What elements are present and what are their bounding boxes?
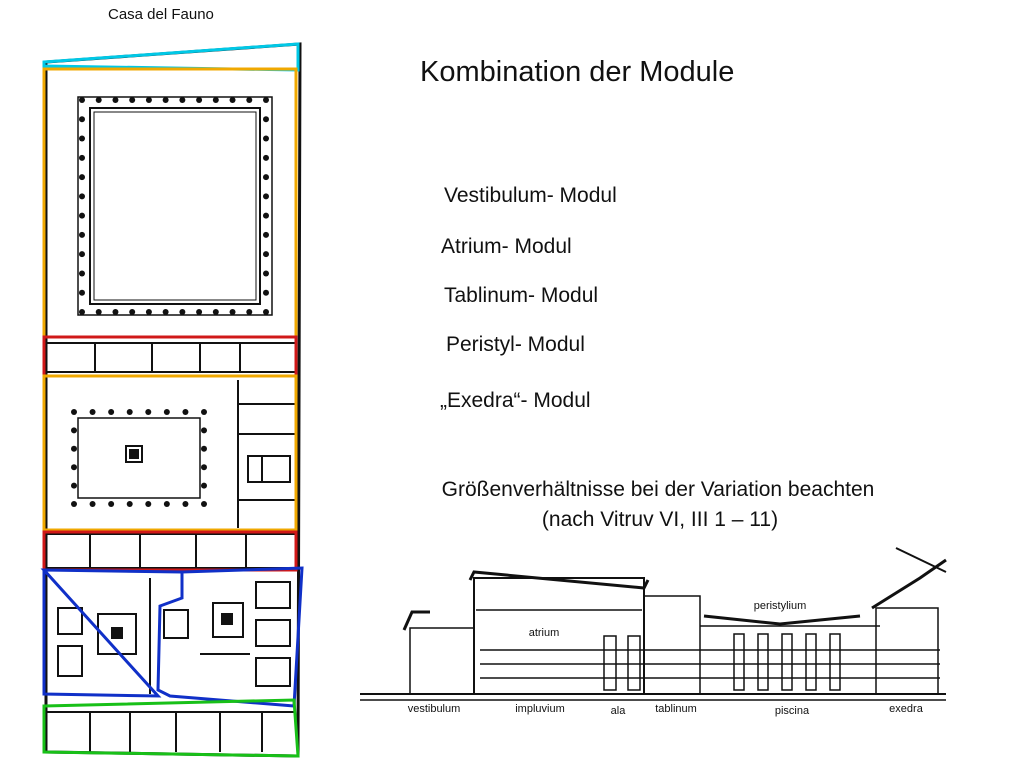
column-dot	[263, 154, 269, 161]
column-dot	[79, 116, 85, 123]
column-dot	[201, 482, 207, 489]
column-dot	[145, 501, 152, 507]
column-dot	[145, 97, 152, 103]
module-outline-orange-lower	[42, 374, 298, 532]
vitruv-reference: (nach Vitruv VI, III 1 – 11)	[541, 508, 779, 531]
column-dot	[89, 409, 96, 415]
column-dot	[201, 445, 207, 452]
column-dot	[229, 309, 236, 315]
column-dot	[79, 289, 85, 296]
proportion-note: Größenverhältnisse bei der Variation bea…	[441, 478, 875, 501]
column-dot	[229, 97, 236, 103]
column-dot	[212, 309, 219, 315]
column-dot	[163, 409, 170, 415]
peristyle-columns-middle	[71, 409, 207, 507]
column-dot	[212, 97, 219, 103]
section-label-piscina: piscina	[775, 705, 810, 717]
column-dot	[89, 501, 96, 507]
column-dot	[162, 97, 169, 103]
column-dot	[179, 97, 186, 103]
plan-caption: Casa del Fauno	[108, 6, 214, 23]
section-label-tablinum: tablinum	[655, 703, 697, 715]
section-label-atrium: atrium	[529, 627, 560, 639]
module-outline-red-lower	[42, 530, 298, 572]
column-dot	[163, 501, 170, 507]
module-outline-green	[42, 698, 300, 758]
column-dot	[79, 135, 85, 142]
column-dot	[71, 427, 77, 434]
column-dot	[196, 309, 203, 315]
column-dot	[126, 501, 133, 507]
column-dot	[162, 309, 169, 315]
column-dot	[126, 409, 133, 415]
column-dot	[263, 231, 269, 238]
section-label-ala: ala	[611, 705, 627, 717]
column-dot	[145, 409, 152, 415]
column-dot	[79, 97, 85, 103]
column-dot	[263, 174, 269, 181]
column-dot	[196, 97, 203, 103]
column-dot	[201, 427, 207, 434]
column-dot	[263, 309, 269, 315]
column-dot	[79, 212, 85, 219]
column-dot	[263, 97, 269, 103]
section-label-exedra: exedra	[889, 703, 924, 715]
column-dot	[246, 97, 253, 103]
column-dot	[79, 174, 85, 181]
column-dot	[79, 251, 85, 258]
column-dot	[263, 251, 269, 258]
column-dot	[108, 409, 115, 415]
column-dot	[179, 309, 186, 315]
column-dot	[263, 212, 269, 219]
column-dot	[201, 409, 207, 415]
column-dot	[246, 309, 253, 315]
column-dot	[201, 501, 207, 507]
column-dot	[263, 135, 269, 142]
column-dot	[263, 289, 269, 296]
section-label-vestibulum: vestibulum	[408, 703, 461, 715]
module-label-tablinum: Tablinum- Modul	[444, 284, 599, 307]
module-label-atrium: Atrium- Modul	[441, 235, 572, 258]
column-dot	[95, 97, 102, 103]
column-dot	[182, 501, 189, 507]
slide-title: Kombination der Module	[420, 56, 735, 88]
column-dot	[182, 409, 189, 415]
column-dot	[108, 501, 115, 507]
column-dot	[263, 193, 269, 200]
column-dot	[145, 309, 152, 315]
module-outline-cyan	[42, 42, 300, 72]
column-dot	[129, 97, 136, 103]
section-label-impluvium: impluvium	[515, 703, 565, 715]
column-dot	[201, 464, 207, 471]
column-dot	[112, 97, 119, 103]
column-dot	[71, 445, 77, 452]
column-dot	[71, 501, 77, 507]
column-dot	[95, 309, 102, 315]
column-dot	[71, 482, 77, 489]
column-dot	[112, 309, 119, 315]
column-dot	[71, 409, 77, 415]
peristyle-columns-large	[79, 97, 269, 315]
column-dot	[79, 154, 85, 161]
column-dot	[263, 270, 269, 277]
column-dot	[79, 231, 85, 238]
module-label-vestibulum: Vestibulum- Modul	[444, 184, 617, 207]
column-dot	[79, 193, 85, 200]
section-label-peristylium: peristylium	[754, 600, 807, 612]
column-dot	[263, 116, 269, 123]
column-dot	[79, 309, 85, 315]
column-dot	[71, 464, 77, 471]
column-dot	[129, 309, 136, 315]
module-label-exedra: „Exedra“- Modul	[440, 389, 591, 412]
column-dot	[79, 270, 85, 277]
module-label-peristyl: Peristyl- Modul	[446, 333, 585, 356]
